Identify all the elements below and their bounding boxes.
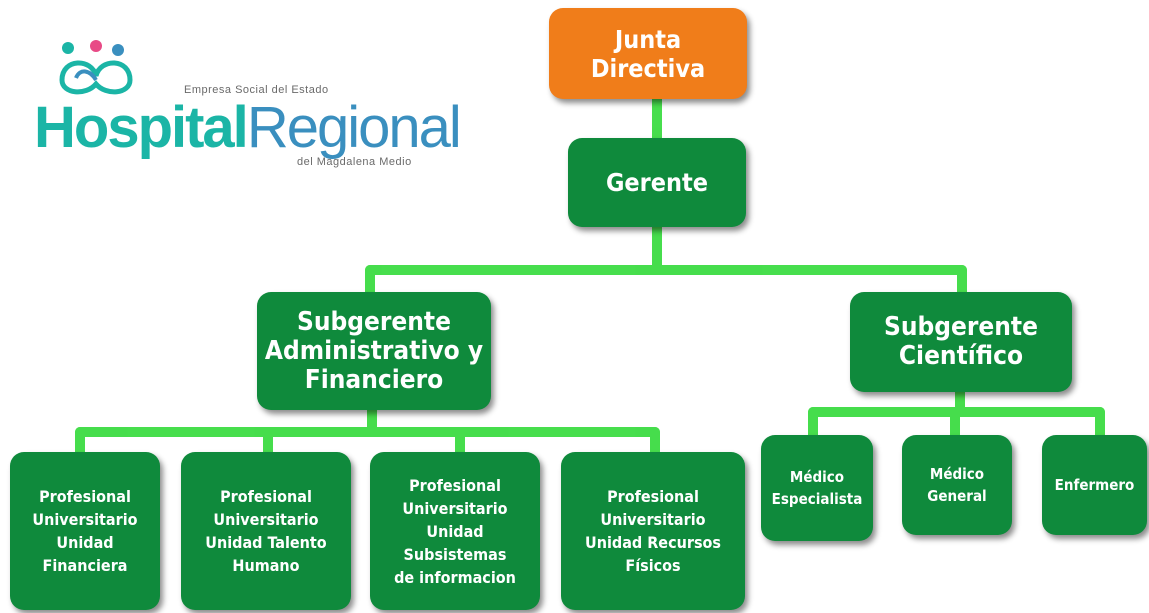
logo-name-hospital: Hospital [34,95,249,160]
node-medico-especialista: Médico Especialista [761,435,873,541]
node-prof-unidad-talento-humano: Profesional Universitario Unidad Talento… [181,452,351,610]
node-junta-directiva: Junta Directiva [549,8,747,99]
node-gerente: Gerente [568,138,746,227]
logo-name: HospitalRegional [34,95,462,160]
node-enfermero: Enfermero [1042,435,1147,535]
node-prof-unidad-financiera: Profesional Universitario Unidad Financi… [10,452,160,610]
node-subgerente-administrativo: Subgerente Administrativo y Financiero [257,292,491,410]
logo-subtitle: del Magdalena Medio [297,156,412,168]
node-medico-general: Médico General [902,435,1012,535]
people-heart-icon [59,40,133,95]
logo-tagline: Empresa Social del Estado [184,84,329,96]
node-prof-unidad-subsistemas: Profesional Universitario Unidad Subsist… [370,452,540,610]
hospital-logo: Empresa Social del Estado HospitalRegion… [30,40,470,190]
logo-name-regional: Regional [246,95,462,160]
node-prof-unidad-recursos-fisicos: Profesional Universitario Unidad Recurso… [561,452,745,610]
node-subgerente-cientifico: Subgerente Científico [850,292,1072,392]
